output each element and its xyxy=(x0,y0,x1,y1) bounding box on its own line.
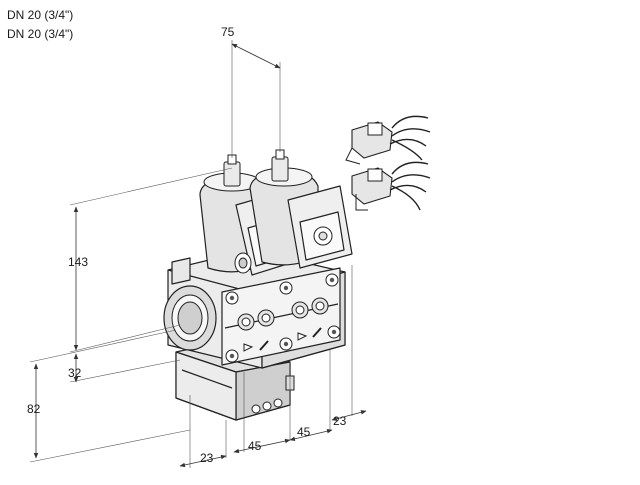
dim-label-top-width: 75 xyxy=(221,25,235,39)
pressure-port-icon xyxy=(237,313,255,331)
header-size-line-1: DN 20 (3/4") xyxy=(7,8,74,22)
dim-label-offset-side: 23 xyxy=(333,414,347,428)
header-size-line-2: DN 20 (3/4") xyxy=(7,27,74,41)
plug-connector-1 xyxy=(345,115,431,165)
solenoid-coil-right xyxy=(249,167,353,269)
connector-socket-icon xyxy=(262,401,272,411)
dim-label-height-bottom: 82 xyxy=(27,402,41,416)
plug-connector-2 xyxy=(351,161,431,211)
flow-arrow-icon xyxy=(243,343,254,352)
valve-assembly xyxy=(163,149,353,421)
connector-socket-icon xyxy=(273,398,283,408)
coil-nut-left xyxy=(223,154,241,187)
dim-label-height-total: 143 xyxy=(68,255,88,269)
threaded-inlet xyxy=(163,285,217,351)
main-valve-body xyxy=(163,249,346,369)
dim-label-spacing-a: 45 xyxy=(248,439,262,453)
connector-socket-icon xyxy=(251,404,261,414)
pressure-port-icon xyxy=(311,297,329,315)
coil-nut-right xyxy=(271,149,289,182)
dimension-lines xyxy=(29,40,367,468)
dim-label-offset-front: 23 xyxy=(200,451,214,465)
flow-arrow-icon xyxy=(297,332,308,341)
pressure-port-icon xyxy=(257,309,275,327)
pressure-port-icon xyxy=(291,301,309,319)
dim-label-height-mid: 32 xyxy=(68,366,82,380)
dim-label-spacing-b: 45 xyxy=(297,425,311,439)
